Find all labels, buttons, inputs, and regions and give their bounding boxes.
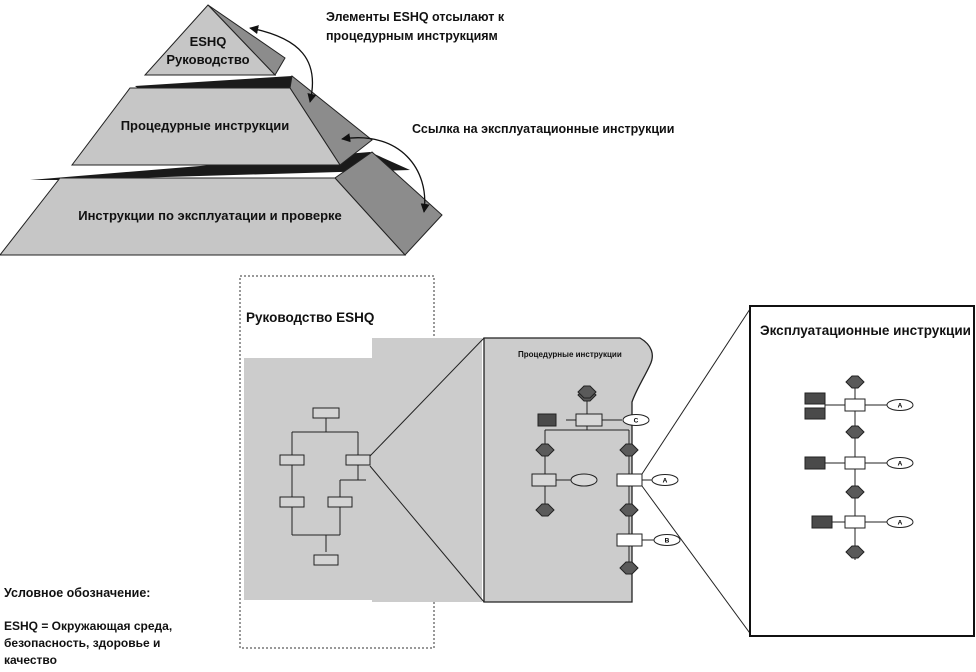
connector-b-oval bbox=[653, 534, 681, 546]
operating-panel-title: Эксплуатационные инструкции bbox=[760, 323, 971, 338]
operating-panel bbox=[749, 305, 975, 637]
pyramid-top-label-1: ESHQ bbox=[189, 34, 227, 49]
annotation-refer-line-1: Элементы ESHQ отсылают к bbox=[326, 10, 505, 24]
legend-heading: Условное обозначение: bbox=[4, 586, 151, 600]
zoom-line-top-1 bbox=[369, 337, 485, 457]
arrow-to-operating bbox=[341, 133, 430, 213]
zoom-line-bottom-1 bbox=[369, 465, 485, 603]
pyramid-bottom-label: Инструкции по эксплуатации и проверке bbox=[78, 208, 342, 223]
procedures-hexagons bbox=[535, 385, 639, 575]
connector-a-oval-procedures bbox=[651, 474, 679, 486]
connector-a-label-op-1: A bbox=[898, 403, 903, 410]
procedures-boxes bbox=[531, 413, 643, 547]
connector-b-label: B bbox=[665, 538, 670, 545]
connector-a-label-op-3: A bbox=[898, 520, 903, 527]
pyramid-middle-face bbox=[70, 87, 341, 166]
operating-boxes bbox=[804, 392, 866, 529]
pyramid-top-face bbox=[143, 4, 277, 76]
pyramid-bottom-face bbox=[0, 177, 407, 256]
procedures-panel-title: Процедурные инструкции bbox=[518, 350, 622, 359]
connector-c-oval bbox=[622, 414, 650, 426]
connector-c-label: C bbox=[634, 418, 639, 425]
connector-a-label-procedures: A bbox=[663, 478, 668, 485]
procedures-panel bbox=[483, 337, 653, 603]
annotation-refer-line-2: процедурным инструкциям bbox=[326, 29, 498, 43]
connector-a-oval-op-3 bbox=[886, 516, 914, 528]
pyramid-top-label-2: Руководство bbox=[166, 52, 250, 67]
connector-a-oval-op-2 bbox=[886, 457, 914, 469]
arrow-to-procedures bbox=[249, 25, 317, 103]
manual-flowchart bbox=[279, 407, 371, 566]
connector-a-oval-op-1 bbox=[886, 399, 914, 411]
manual-panel-fill-ext bbox=[372, 338, 482, 602]
zoom-line-top-2 bbox=[641, 305, 753, 475]
operating-hexagons bbox=[845, 375, 865, 559]
annotation-link: Ссылка на эксплуатационные инструкции bbox=[412, 122, 675, 136]
legend-definition: ESHQ = Окружающая среда, безопасность, з… bbox=[4, 619, 173, 667]
connector-a-label-op-2: A bbox=[898, 461, 903, 468]
manual-panel-title: Руководство ESHQ bbox=[246, 310, 375, 325]
zoom-line-bottom-2 bbox=[641, 485, 753, 637]
pyramid-middle-label: Процедурные инструкции bbox=[120, 118, 290, 133]
